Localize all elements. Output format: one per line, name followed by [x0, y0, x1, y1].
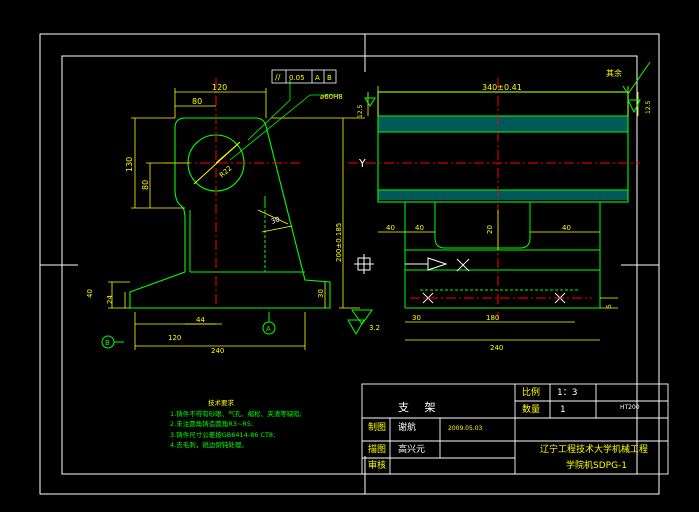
dim-top-width: 120: [212, 83, 227, 92]
dim-height-130: 130: [125, 157, 134, 172]
dim-length-top: 340±0.41: [482, 83, 522, 92]
dim-radius: R22: [218, 164, 234, 179]
svg-text:B: B: [105, 339, 110, 347]
side-body: [377, 91, 629, 203]
scale-label: 比例: [522, 388, 541, 398]
dim-rough-top: 12.5: [357, 104, 364, 118]
dim-slot-40-left: 40: [386, 224, 395, 232]
upper-hatch-band: [378, 116, 628, 132]
drawing-number: 学院机SDPG-1: [566, 461, 628, 471]
school-name: 辽宁工程技术大学机械工程: [540, 445, 649, 455]
drawn-name: 谢航: [398, 423, 417, 433]
scale-value: 1：3: [557, 388, 578, 398]
note-item: 1.铸件不得有砂眼、气孔、缩松、夹渣等缺陷;: [170, 409, 302, 418]
datum-b-marker: B: [101, 335, 124, 349]
dim-left-40: 40: [86, 289, 94, 298]
check-label: 描图: [368, 445, 387, 455]
dim-base-30: 30: [317, 289, 325, 298]
part-name: 支 架: [398, 401, 442, 414]
tol-symbol: //: [275, 73, 281, 82]
centering-marks: [40, 34, 659, 494]
review-label: 审核: [368, 461, 387, 471]
dim-left-24: 24: [106, 295, 114, 304]
note-item: 3.铸件尺寸公差按GB6414-86 CT8;: [170, 430, 276, 439]
qty-label: 数量: [522, 405, 541, 415]
note-item: 4.去毛刺，锐边倒钝处理。: [170, 441, 248, 449]
title-block: [361, 383, 669, 475]
dim-base-240: 240: [211, 347, 224, 355]
dim-foot-44: 44: [196, 316, 205, 324]
material: HT200: [620, 404, 640, 411]
tolerance-frame: // 0.05 A B: [271, 69, 337, 84]
lower-hatch-band: [378, 190, 628, 200]
technical-notes: 技术要求 1.铸件不得有砂眼、气孔、缩松、夹渣等缺陷; 2.未注圆角铸造圆角R3…: [170, 398, 350, 451]
dim-height-200: 200±0.185: [335, 223, 343, 262]
dim-rib-30: 30: [270, 215, 281, 226]
outer-frame: [39, 33, 660, 495]
tol-value: 0.05: [289, 74, 305, 82]
hole-callout: ⌀60H8: [320, 93, 343, 101]
note-item: 2.未注圆角铸造圆角R3~R5;: [170, 420, 254, 428]
drawn-label: 制图: [368, 423, 387, 433]
dim-rough-right: 12.5: [645, 100, 652, 114]
dim-height-80: 80: [141, 180, 150, 190]
dim-slot-40-mid: 40: [415, 224, 424, 232]
front-view-outline: [129, 117, 331, 309]
dim-side-base-30: 30: [412, 314, 421, 322]
svg-text:A: A: [266, 325, 271, 333]
dim-slot-depth: 20: [486, 225, 494, 234]
svg-text:Y: Y: [358, 157, 366, 170]
dim-side-base-5: 5: [606, 304, 613, 308]
rough-label: 其余: [606, 68, 622, 78]
dim-slot-40-right: 40: [562, 224, 571, 232]
notes-title: 技术要求: [208, 399, 234, 407]
drawn-date: 2009.05.03: [448, 425, 483, 432]
tol-datum-a: A: [315, 74, 320, 82]
tol-datum-b: B: [327, 74, 332, 82]
side-view: Y 340±0.41 12.5 12.5 其余: [347, 61, 652, 352]
qty-value: 1: [560, 405, 566, 415]
front-view: // 0.05 A B ⌀60H8 120 80 130 80 R22 30 3…: [86, 69, 373, 355]
dim-side-base-240: 240: [490, 344, 503, 352]
check-name: 高兴元: [398, 445, 426, 455]
dim-rough-bottom: 3.2: [369, 324, 380, 332]
dim-hole-offset: 80: [192, 97, 202, 106]
dim-side-base-180: 180: [486, 314, 499, 322]
datum-a-marker: A: [262, 312, 276, 335]
dim-base-120: 120: [168, 334, 181, 342]
